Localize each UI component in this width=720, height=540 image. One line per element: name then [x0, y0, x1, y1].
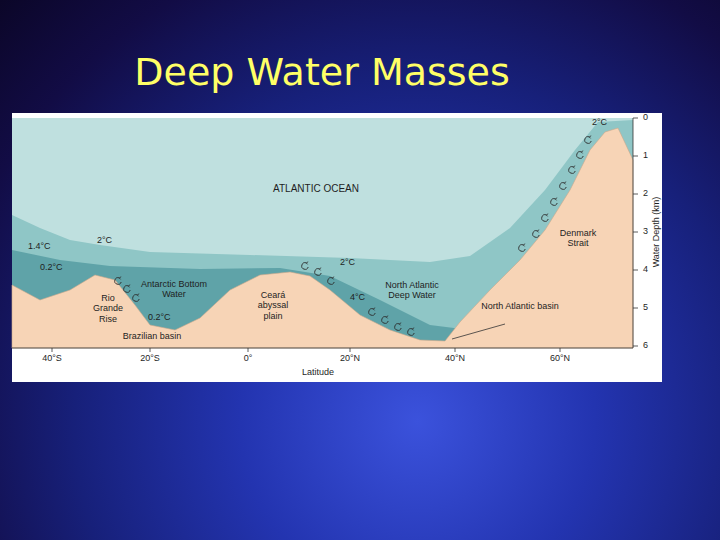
feature-name: Brazilian basin	[123, 331, 182, 341]
flow-arrows	[115, 136, 591, 335]
leader-line	[452, 324, 505, 339]
temperature: 2°C	[592, 117, 607, 127]
latitude-tick: 20°N	[340, 353, 360, 363]
figure-panel	[12, 113, 662, 382]
latitude-tick: 40°N	[445, 353, 465, 363]
temperature: 0.2°C	[40, 262, 63, 272]
depth-tick: 2	[643, 188, 648, 198]
depth-tick: 0	[643, 112, 648, 122]
temperature: 2°C	[97, 235, 112, 245]
latitude-tick: 40°S	[42, 353, 62, 363]
sea-floor	[12, 128, 633, 348]
depth-tick: 5	[643, 302, 648, 312]
depth-tick: 4	[643, 264, 648, 274]
temperature: 0.2°C	[148, 312, 171, 322]
temperature: 2°C	[340, 257, 355, 267]
water-mass-name: Antarctic Bottom Water	[132, 279, 216, 300]
slide-title: Deep Water Masses	[134, 50, 509, 94]
axis-title: Water Depth (km)	[651, 197, 661, 268]
depth-tick: 1	[643, 150, 648, 160]
axis-title: Latitude	[302, 367, 334, 377]
temperature: 4°C	[350, 292, 365, 302]
depth-tick: 6	[643, 340, 648, 350]
water-mass-name: North Atlantic Deep Water	[375, 280, 450, 301]
feature-name: Ceará abyssal plain	[248, 290, 298, 321]
latitude-tick: 0°	[244, 353, 253, 363]
upper-water	[12, 118, 633, 348]
axis-ticks	[12, 118, 638, 352]
depth-tick: 3	[643, 226, 648, 236]
deep-water-layer	[12, 120, 633, 348]
feature-name: North Atlantic basin	[480, 301, 560, 311]
temperature: 1.4°C	[28, 241, 51, 251]
latitude-tick: 20°S	[140, 353, 160, 363]
ocean-name: ATLANTIC OCEAN	[273, 183, 359, 195]
latitude-tick: 60°N	[550, 353, 570, 363]
feature-name: Rio Grande Rise	[88, 293, 128, 324]
feature-name: Denmark Strait	[553, 228, 603, 249]
